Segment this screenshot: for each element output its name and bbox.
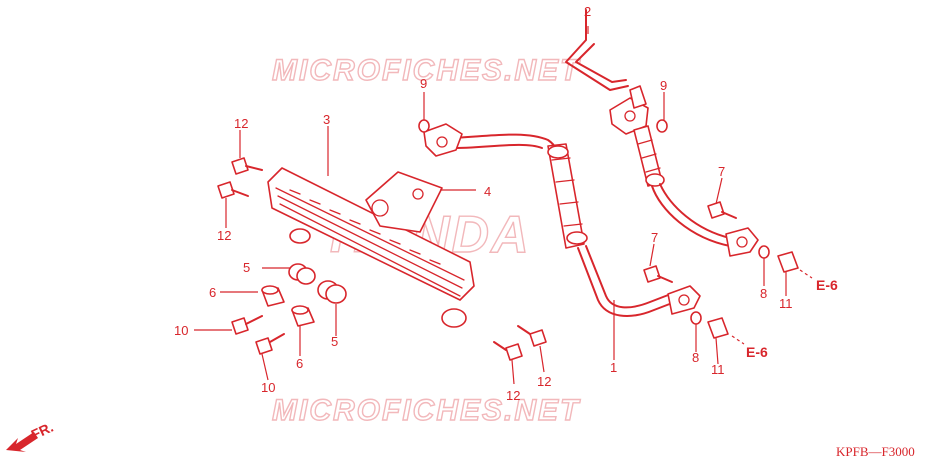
- callout-10-left: 10: [174, 323, 188, 338]
- cooler-bracket: [365, 171, 443, 233]
- front-arrow-icon: [6, 432, 38, 452]
- oil-pipe-top-right: [565, 9, 759, 257]
- front-direction-marker: FR.: [6, 419, 56, 452]
- oil-hose-left: [547, 143, 585, 249]
- callout-12-left: 12: [217, 228, 231, 243]
- callout-7-top: 7: [718, 164, 725, 179]
- rubber-grommets: [288, 263, 347, 304]
- callout-9-left: 9: [420, 76, 427, 91]
- callout-7-bottom: 7: [651, 230, 658, 245]
- oil-pipe-upper: [423, 123, 588, 249]
- watermark-bottom: MICROFICHES.NET: [272, 394, 581, 427]
- pipe-fitting-lower: [667, 285, 701, 315]
- front-label: FR.: [29, 419, 56, 443]
- callout-8-top: 8: [760, 286, 767, 301]
- callout-6-right: 6: [296, 356, 303, 371]
- callout-11-top: 11: [779, 296, 793, 311]
- callout-8-bottom: 8: [692, 350, 699, 365]
- callout-12-bottom: 12: [506, 388, 520, 403]
- washers-and-sleeves: [418, 119, 799, 339]
- callout-1: 1: [610, 360, 617, 375]
- callout-5-right: 5: [331, 334, 338, 349]
- pipe-fitting-right: [725, 227, 759, 257]
- callout-6-left: 6: [209, 285, 216, 300]
- cooler-fitting-left: [289, 228, 311, 244]
- reference-e6-top: E-6: [816, 277, 838, 293]
- pipe-flange-left: [423, 123, 463, 157]
- collars: [261, 285, 315, 327]
- callout-5-left: 5: [243, 260, 250, 275]
- bolts: [217, 157, 737, 361]
- callout-9-right: 9: [660, 78, 667, 93]
- callout-11-bottom: 11: [711, 362, 725, 377]
- reference-e6-bottom: E-6: [746, 344, 768, 360]
- callout-12-right: 12: [537, 374, 551, 389]
- oil-pipe-lower: [577, 245, 701, 317]
- watermark-top: MICROFICHES.NET: [272, 54, 581, 87]
- callout-4: 4: [484, 184, 491, 199]
- callout-2: 2: [584, 4, 591, 19]
- cooler-fitting-lower: [441, 308, 467, 328]
- diagram-code: KPFB—F3000: [836, 444, 915, 459]
- callout-10-bottom: 10: [261, 380, 275, 395]
- callout-3: 3: [323, 112, 330, 127]
- callout-labels: 1 2 3 4 5 5 6 6 7 7 8 8 9 9 10 10 11 11 …: [174, 4, 793, 403]
- oil-cooler-body: [267, 167, 475, 328]
- callout-12-top-left: 12: [234, 116, 248, 131]
- leader-lines: [194, 26, 813, 385]
